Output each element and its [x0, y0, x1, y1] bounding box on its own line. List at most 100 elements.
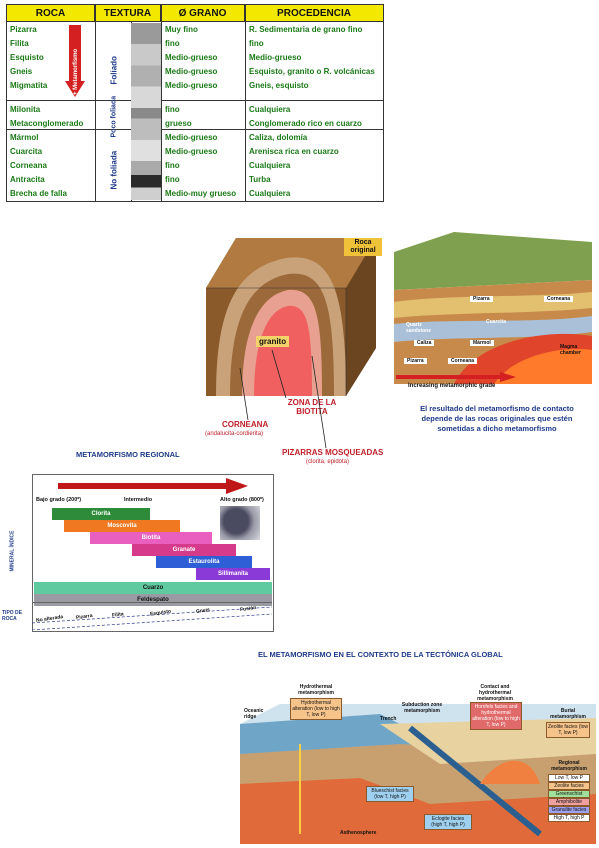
- table-cell-grano: Muy fino: [165, 25, 198, 34]
- tectonic-hydro-box: Hydrothermal alteration (low to high T, …: [290, 698, 342, 720]
- regional-facies-item: High T, high P: [548, 814, 590, 822]
- table-cell-roca: Gneis: [10, 67, 33, 76]
- leader-lines: [239, 350, 327, 449]
- metamorfismo-arrow-icon: [65, 25, 85, 97]
- regional-facies-item: Greenschist facies: [548, 790, 590, 803]
- regional-facies-item: Low T, low P: [548, 774, 590, 782]
- table-cell-grano: grueso: [165, 119, 192, 128]
- mineral-bar: Clorita: [52, 508, 150, 520]
- contact-caption: El resultado del metamorfismo de contact…: [420, 404, 574, 433]
- table-cell-procedencia: Medio-grueso: [249, 53, 302, 62]
- regional-facies-item: Granulite facies: [548, 806, 590, 814]
- rock-classification-table: ROCA TEXTURA Ø GRANO PROCEDENCIA + Metam…: [6, 4, 384, 202]
- table-cell-procedencia: Conglomerado rico en cuarzo: [249, 119, 362, 128]
- photo-label-caliza: Caliza: [414, 340, 435, 346]
- tectonic-trench-label: Trench: [380, 716, 397, 722]
- photo-label-pizarra2: Pizarra: [404, 358, 427, 364]
- metamorfismo-arrow-label: + Metamorfismo: [73, 48, 79, 95]
- grade-arrow-icon: [396, 372, 516, 382]
- tectonic-asthenosphere-label: Asthenosphere: [340, 830, 377, 836]
- tectonic-burial-label: Burial metamorphism: [550, 708, 586, 720]
- table-cell-grano: fino: [165, 39, 180, 48]
- header-grano: Ø GRANO: [161, 5, 245, 22]
- tectonic-contact-label: Contact and hydrothermal metamorphism: [477, 684, 513, 702]
- contact-landscape-diagram: [394, 232, 592, 384]
- header-roca: ROCA: [7, 5, 95, 22]
- table-cell-roca: Esquisto: [10, 53, 44, 62]
- corneana-sublabel: (andalucita-cordierita): [205, 431, 264, 437]
- zona-biotita-label: ZONA DE LA BIOTITA: [287, 398, 337, 416]
- tipo-roca-label: TIPO DE ROCA: [2, 610, 23, 622]
- table-cell-roca: Filita: [10, 39, 29, 48]
- grade-mid: Intermedio: [124, 497, 153, 503]
- table-cell-roca: Metaconglomerado: [10, 119, 84, 128]
- table-cell-roca: Migmatita: [10, 81, 48, 90]
- texture-foliado: Foliado: [109, 56, 119, 85]
- table-cell-procedencia: Cualquiera: [249, 105, 291, 114]
- table-cell-procedencia: R. Sedimentaria de grano fino: [249, 25, 363, 34]
- mineral-bar: Estaurolita: [156, 556, 252, 568]
- table-cell-grano: Medio-muy grueso: [165, 189, 237, 198]
- table-cell-procedencia: fino: [249, 39, 264, 48]
- photo-label-marmol: Mármol: [470, 340, 494, 346]
- header-procedencia: PROCEDENCIA: [245, 5, 383, 22]
- rock-type-hatch: [32, 606, 272, 630]
- table-cell-procedencia: Cualquiera: [249, 189, 291, 198]
- table-cell-grano: Medio-grueso: [165, 53, 218, 62]
- header-textura: TEXTURA: [95, 5, 161, 22]
- granito-label: granito: [256, 336, 290, 347]
- table-cell-grano: fino: [165, 175, 180, 184]
- table-cell-procedencia: Turba: [249, 175, 271, 184]
- tectonic-burial-box: Zeolite facies (low T, low P): [546, 722, 590, 738]
- table-cell-procedencia: Gneis, esquisto: [249, 81, 309, 90]
- metamorphism-arrow-icon: [58, 478, 248, 494]
- table-cell-grano: Medio-grueso: [165, 81, 218, 90]
- table-cell-procedencia: Esquisto, granito o R. volcánicas: [249, 67, 375, 76]
- table-cell-roca: Pizarra: [10, 25, 37, 34]
- photo-label-quartz: Quartz sandstone: [406, 322, 432, 334]
- regional-facies-item: Amphibolite facies: [548, 798, 590, 811]
- tectonic-ridge-label: Oceanic ridge: [244, 708, 264, 720]
- texture-poco-foliada: Poco foliada: [110, 95, 118, 138]
- mineral-bar: Granate: [132, 544, 236, 556]
- tectonic-eclogite-box: Eclogite facies (high T, high P): [424, 814, 472, 830]
- tectonic-regional-label: Regional metamorphism: [551, 760, 587, 772]
- texture-photo-strip: [131, 23, 161, 200]
- regional-facies-item: Zeolite facies: [548, 782, 590, 790]
- table-cell-roca: Brecha de falla: [10, 189, 67, 198]
- corneana-label: CORNEANA: [222, 420, 269, 429]
- table-cell-procedencia: Caliza, dolomía: [249, 133, 308, 142]
- table-cell-procedencia: Cualquiera: [249, 161, 291, 170]
- photo-label-cuarcita: Cuarcita: [486, 319, 507, 325]
- tectonic-subduction-label: Subduction zone metamorphism: [401, 702, 443, 714]
- mineral-bar: Moscovita: [64, 520, 180, 532]
- photo-label-magma: Magma chamber: [560, 344, 581, 356]
- table-cell-grano: Medio-grueso: [165, 133, 218, 142]
- tectonic-diagram: [240, 704, 596, 844]
- tectonic-title: EL METAMORFISMO EN EL CONTEXTO DE LA TEC…: [258, 650, 503, 659]
- table-cell-grano: fino: [165, 161, 180, 170]
- grade-high: Alto grado (800º): [220, 497, 264, 503]
- table-cell-grano: Medio-grueso: [165, 67, 218, 76]
- regional-title: METAMORFISMO REGIONAL: [76, 450, 180, 459]
- mineral-bar: Sillimanita: [196, 568, 270, 580]
- texture-no-foliada: No foliada: [109, 150, 119, 190]
- table-cell-grano: fino: [165, 105, 180, 114]
- table-cell-roca: Corneana: [10, 161, 47, 170]
- pizarras-sublabel: (clorita, epidota): [306, 459, 350, 465]
- mineral-indice-label: MINERAL ÍNDICE: [9, 530, 16, 572]
- rock-type-divider: [32, 602, 272, 603]
- table-cell-grano: Medio-grueso: [165, 147, 218, 156]
- table-cell-roca: Antracita: [10, 175, 45, 184]
- garnet-photo: [220, 506, 260, 540]
- table-cell-roca: Cuarcita: [10, 147, 43, 156]
- table-cell-procedencia: Arenisca rica en cuarzo: [249, 147, 339, 156]
- tectonic-hydro-label: Hydrothermal metamorphism: [298, 684, 334, 696]
- mineral-bar: Biotita: [90, 532, 212, 544]
- regional-chart-frame: [32, 474, 274, 632]
- photo-label-pizarra: Pizarra: [470, 296, 493, 302]
- photo-label-corneana2: Corneana: [448, 358, 478, 364]
- mineral-bar: Feldespato: [34, 594, 272, 606]
- mineral-bar: Cuarzo: [34, 582, 272, 594]
- photo-label-corneana: Corneana: [544, 296, 574, 302]
